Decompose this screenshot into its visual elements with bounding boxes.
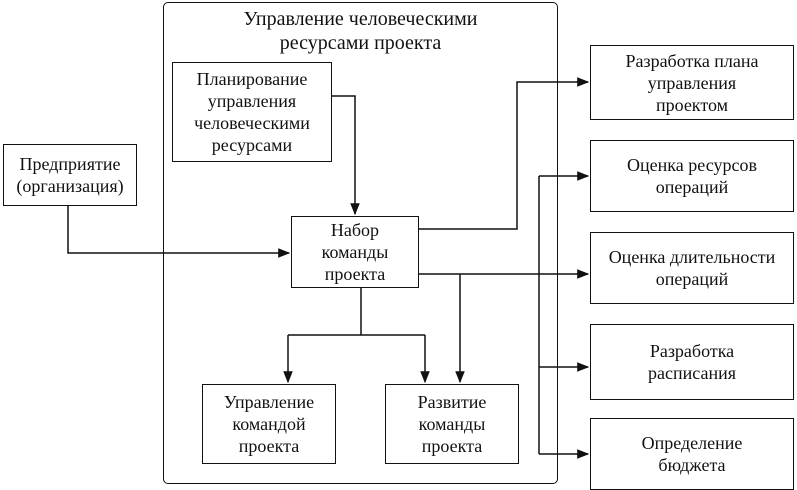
develop-team-box: Развитие команды проекта (385, 384, 519, 464)
plan-development-box: Разработка плана управления проектом (590, 45, 794, 120)
resource-estimate-box: Оценка ресурсов операций (590, 140, 794, 212)
schedule-box: Разработка расписания (590, 324, 794, 400)
container-title: Управление человеческими ресурсами проек… (243, 8, 478, 54)
budget-box: Определение бюджета (590, 418, 794, 490)
planning-box: Планирование управления человеческими ре… (172, 62, 332, 162)
arrow-enterprise-to-acquire (67, 205, 291, 258)
arrow-acquire-to-plan-dev (419, 77, 590, 230)
acquire-team-box: Набор команды проекта (291, 216, 419, 288)
hr-management-container: Управление человеческими ресурсами проек… (163, 2, 558, 484)
duration-estimate-box: Оценка длительности операций (590, 232, 794, 304)
manage-team-box: Управление командой проекта (202, 384, 336, 464)
fork-line (288, 288, 425, 336)
arrow-planning-to-acquire (332, 95, 360, 216)
enterprise-box: Предприятие (организация) (3, 144, 137, 206)
